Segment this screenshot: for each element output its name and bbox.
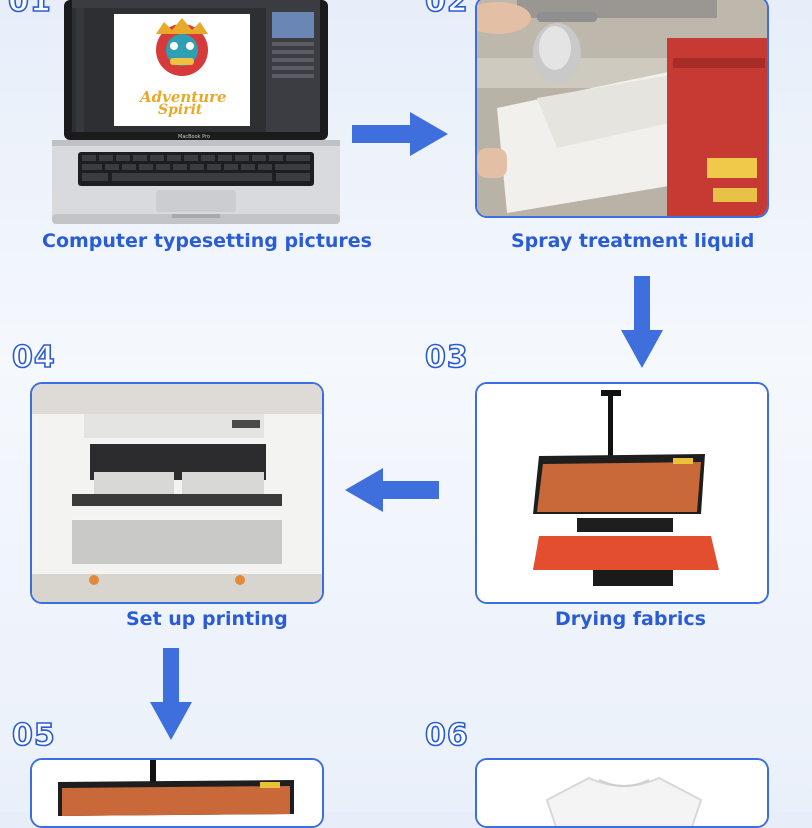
- laptop-brand-label: MacBook Pro: [178, 134, 210, 140]
- step-number-03: 03: [425, 340, 469, 375]
- pressing-photo: [30, 758, 324, 828]
- arrow-right-icon: [352, 112, 448, 156]
- spray-treatment-photo: [475, 0, 769, 218]
- step-04-caption: Set up printing: [126, 608, 288, 630]
- step-01-caption: Computer typesetting pictures: [42, 230, 372, 252]
- step-number-06: 06: [425, 718, 469, 753]
- heat-press-photo: [475, 382, 769, 604]
- laptop-image: Adventure Spirit MacBook Pro: [52, 0, 340, 224]
- t-shirt-photo: [475, 758, 769, 828]
- arrow-down-icon: [621, 276, 663, 368]
- step-number-05: 05: [12, 718, 56, 753]
- artwork-text-line2: Spirit: [158, 102, 202, 118]
- step-number-01: 01: [8, 0, 52, 19]
- step-number-04: 04: [12, 340, 56, 375]
- step-03-caption: Drying fabrics: [555, 608, 706, 630]
- arrow-left-icon: [345, 468, 439, 512]
- step-number-02: 02: [425, 0, 469, 19]
- printer-photo: [30, 382, 324, 604]
- step-02-caption: Spray treatment liquid: [511, 230, 754, 252]
- arrow-down-icon: [150, 648, 192, 740]
